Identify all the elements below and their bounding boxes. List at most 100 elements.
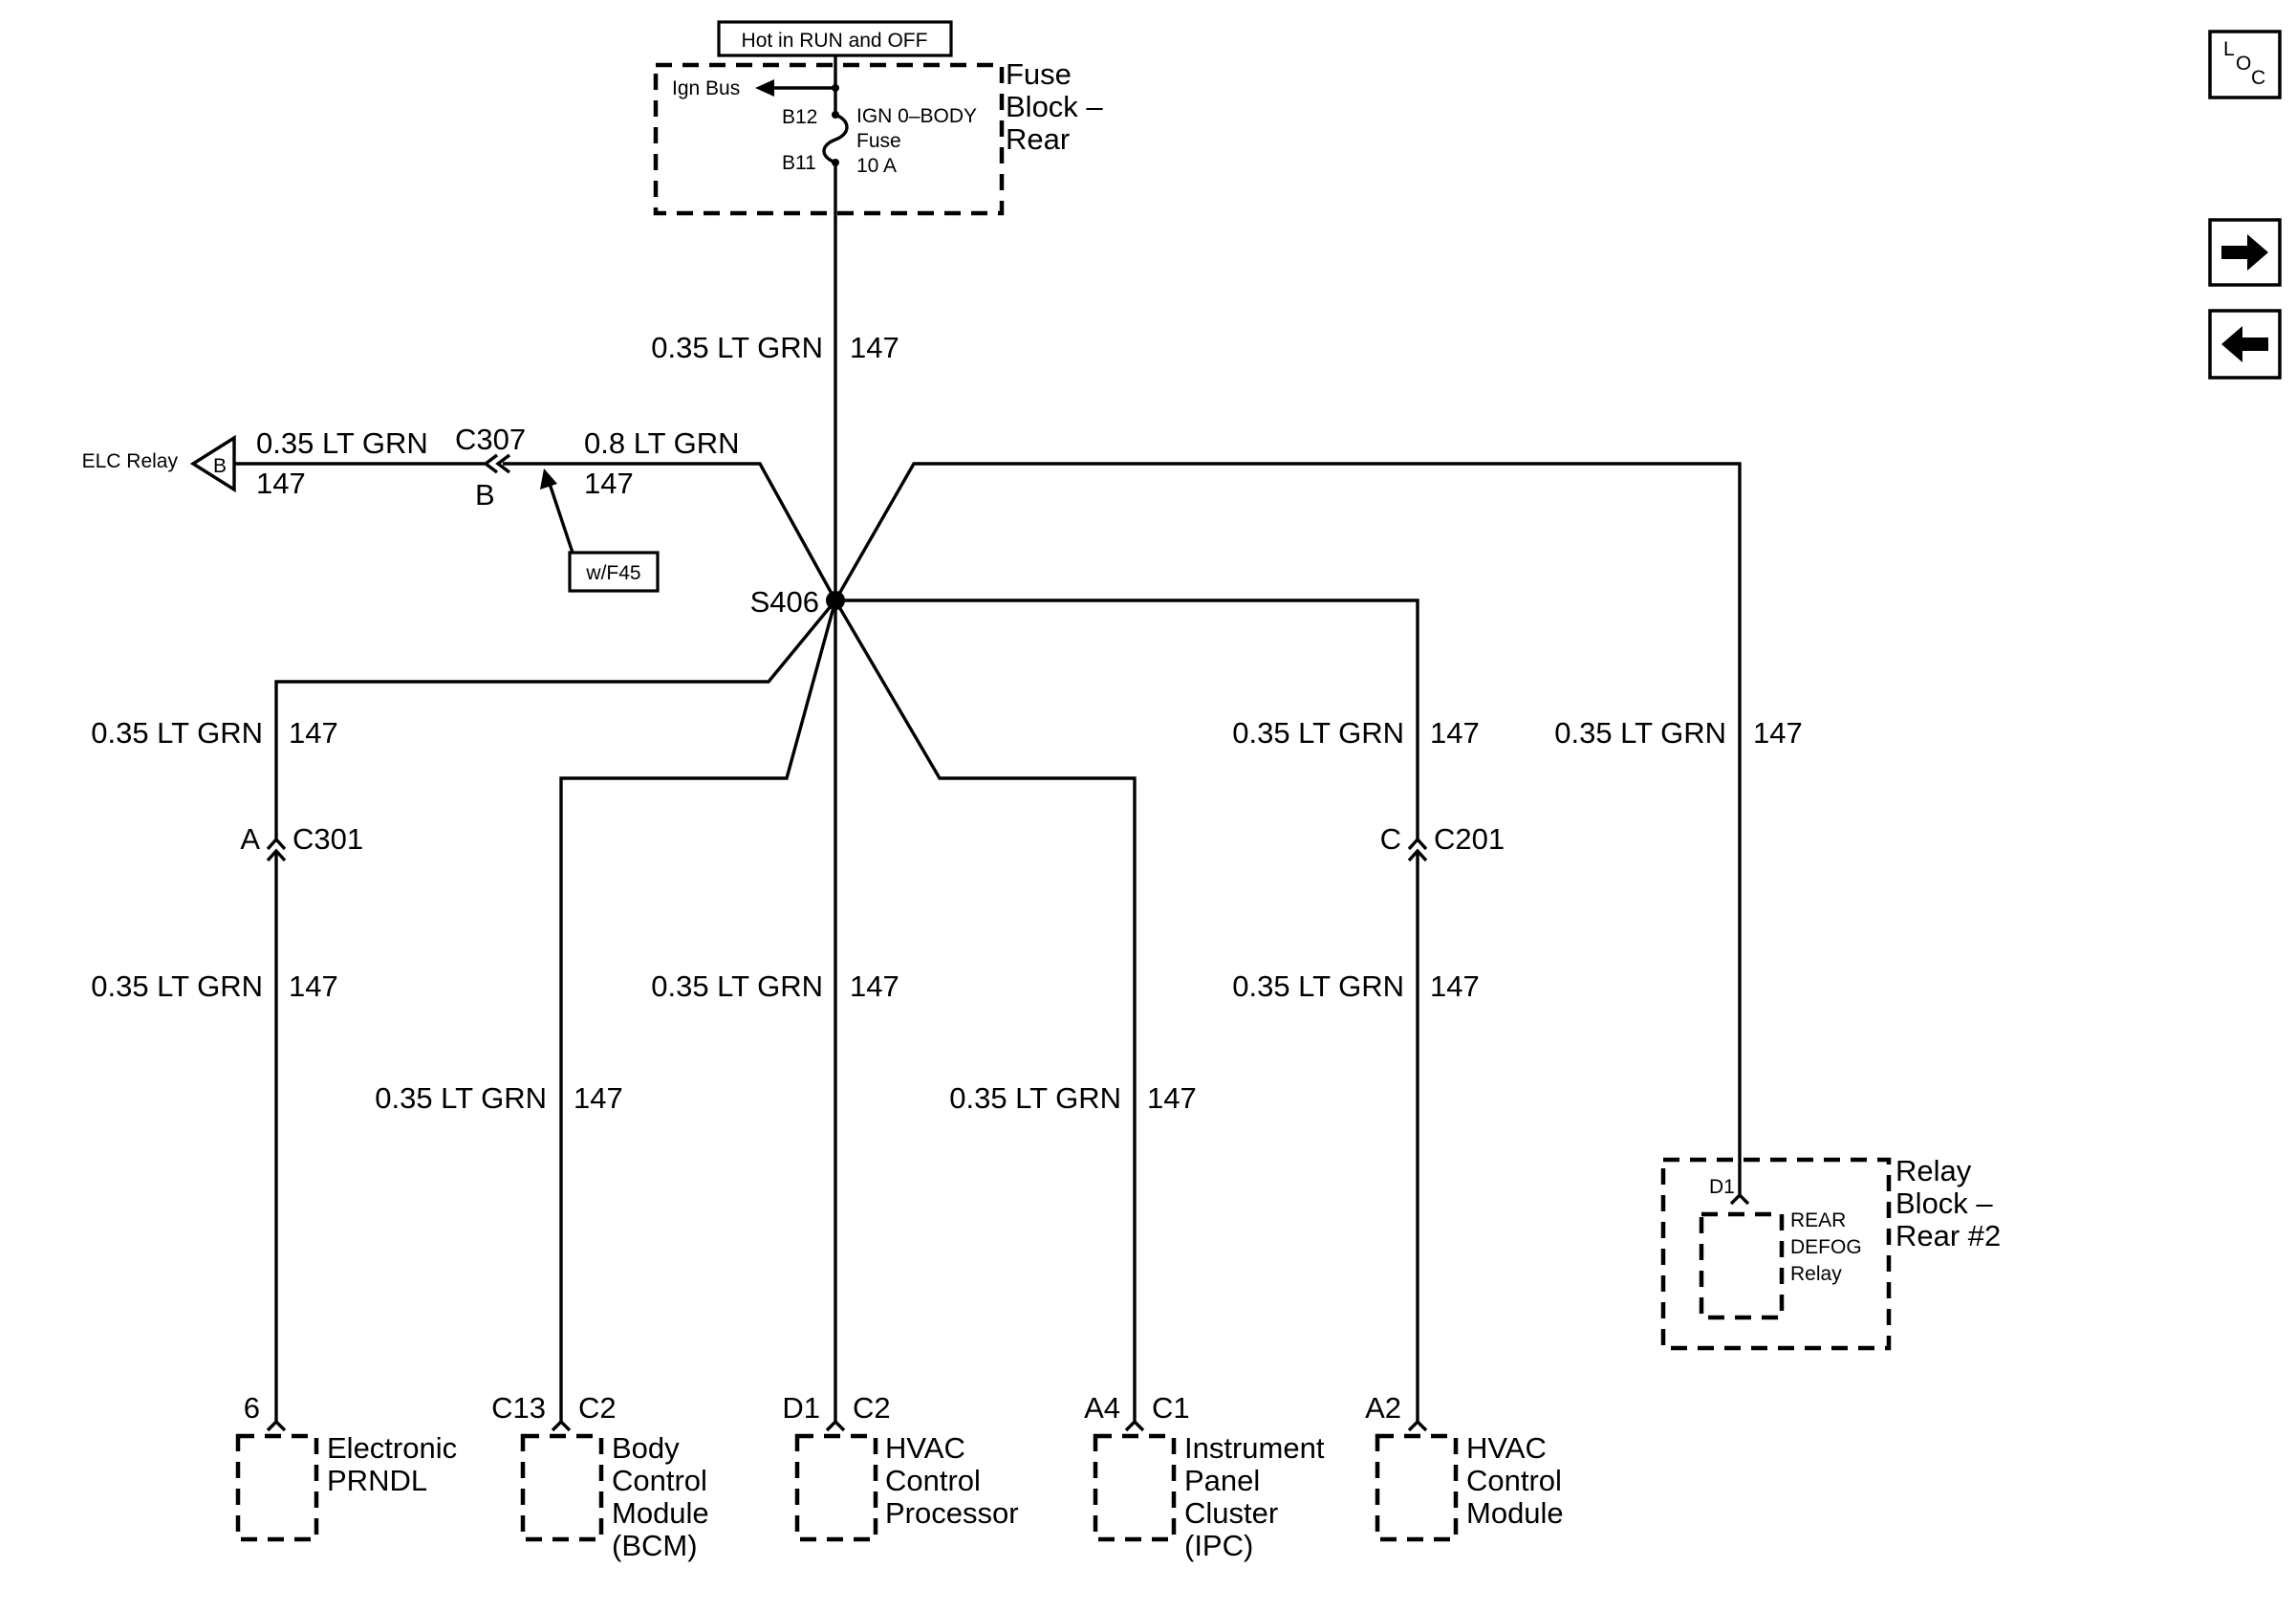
- hvac-mod-pin: A2: [1365, 1391, 1401, 1425]
- bcm-name-3: Module: [612, 1496, 709, 1530]
- ipc-component: [1093, 1433, 1177, 1542]
- defog-relay-name-3: Relay: [1790, 1263, 1842, 1285]
- hvac-proc-gauge: 0.35 LT GRN: [651, 969, 823, 1003]
- elc-relay-label: ELC Relay: [82, 450, 179, 472]
- hvac-mod-gauge-lower: 0.35 LT GRN: [1232, 969, 1404, 1003]
- ign-bus-label: Ign Bus: [672, 77, 740, 99]
- fuse-symbol: [822, 113, 849, 164]
- prndl-component: [235, 1433, 319, 1542]
- bcm-name-2: Control: [612, 1464, 707, 1497]
- hvac-proc-pin: D1: [782, 1391, 820, 1425]
- prndl-circuit-lower: 147: [289, 969, 338, 1003]
- bcm-pin-connector: C2: [578, 1391, 617, 1425]
- hvac-processor-branch: 0.35 LT GRN 147 D1 C2 HVAC Control Proce…: [651, 600, 1019, 1542]
- hvac-proc-name-1: HVAC: [885, 1431, 965, 1465]
- option-tag-box: [568, 551, 660, 593]
- relay-block-name-2: Block –: [1895, 1186, 1993, 1220]
- right-arrow-icon: [2221, 234, 2268, 271]
- hvac-mod-gauge-upper: 0.35 LT GRN: [1232, 716, 1404, 750]
- prndl-pin: 6: [244, 1391, 260, 1425]
- hvac-mod-name-3: Module: [1466, 1496, 1564, 1530]
- hvac-processor-component: [794, 1433, 878, 1542]
- ipc-gauge: 0.35 LT GRN: [949, 1081, 1121, 1115]
- ipc-name-2: Panel: [1184, 1464, 1260, 1497]
- ipc-circuit: 147: [1147, 1081, 1197, 1115]
- fuse-pin-b12: B12: [782, 106, 817, 128]
- relay-block-name-1: Relay: [1895, 1154, 1972, 1187]
- prndl-name-1: Electronic: [327, 1431, 457, 1465]
- c201-pin: C: [1380, 822, 1401, 856]
- defog-circuit: 147: [1753, 716, 1803, 750]
- fuse-label-1: IGN 0–BODY: [856, 105, 977, 127]
- hvac-proc-circuit: 147: [850, 969, 899, 1003]
- relay-block-outline: [1660, 1157, 1892, 1351]
- elc-gauge-right: 0.8 LT GRN: [584, 426, 740, 460]
- hvac-mod-circuit-lower: 147: [1430, 969, 1480, 1003]
- hvac-mod-name-2: Control: [1466, 1464, 1562, 1497]
- elc-relay-pin: B: [213, 455, 227, 477]
- fuse-pin-b11: B11: [782, 152, 816, 174]
- splice-label: S406: [750, 585, 819, 619]
- c201-label: C201: [1434, 822, 1505, 856]
- defog-relay-component: [1699, 1211, 1785, 1320]
- c307-pin: B: [475, 478, 495, 512]
- defog-gauge: 0.35 LT GRN: [1554, 716, 1726, 750]
- hvac-proc-pin-connector: C2: [853, 1391, 891, 1425]
- fuse-label-3: 10 A: [856, 155, 897, 177]
- prndl-gauge-lower: 0.35 LT GRN: [91, 969, 263, 1003]
- fuse-label-2: Fuse: [856, 130, 901, 152]
- defog-branch: 0.35 LT GRN 147 D1 REAR DEFOG Relay Rela…: [834, 462, 2001, 1351]
- c301-pin: A: [240, 822, 260, 856]
- fuse-block-name-3: Rear: [1006, 122, 1070, 156]
- option-tag: w/F45: [585, 562, 640, 584]
- hvac-proc-name-3: Processor: [885, 1496, 1019, 1530]
- prndl-circuit-upper: 147: [289, 716, 338, 750]
- relay-block-name-3: Rear #2: [1895, 1219, 2001, 1252]
- bcm-gauge: 0.35 LT GRN: [375, 1081, 547, 1115]
- hot-label-box: Hot in RUN and OFF: [717, 20, 953, 57]
- bcm-circuit: 147: [574, 1081, 623, 1115]
- fuse-block-name-2: Block –: [1006, 90, 1103, 123]
- hvac-mod-name-1: HVAC: [1466, 1431, 1547, 1465]
- left-arrow-icon: [2221, 326, 2268, 362]
- bcm-pin: C13: [491, 1391, 546, 1425]
- elc-gauge-left: 0.35 LT GRN: [256, 426, 428, 460]
- ipc-name-1: Instrument: [1184, 1431, 1325, 1465]
- defog-pin: D1: [1709, 1176, 1735, 1198]
- main-feed-gauge: 0.35 LT GRN: [651, 331, 823, 364]
- prndl-gauge-upper: 0.35 LT GRN: [91, 716, 263, 750]
- prndl-name-2: PRNDL: [327, 1464, 427, 1497]
- ipc-pin: A4: [1084, 1391, 1120, 1425]
- bcm-name-4: (BCM): [612, 1529, 698, 1562]
- hvac-module-component: [1375, 1433, 1459, 1542]
- forward-button[interactable]: [2208, 218, 2282, 287]
- prndl-branch: 0.35 LT GRN 147 A C301 0.35 LT GRN 147 6…: [91, 599, 837, 1542]
- loc-button[interactable]: L O C: [2208, 30, 2282, 99]
- main-feed-circuit: 147: [850, 331, 899, 364]
- elc-circuit-left: 147: [256, 467, 306, 500]
- c307-label: C307: [455, 423, 526, 456]
- elc-relay-branch: B ELC Relay 0.35 LT GRN 147 C307 B 0.8 L…: [82, 423, 837, 601]
- loc-label-c: C: [2251, 67, 2265, 89]
- ipc-name-3: Cluster: [1184, 1496, 1278, 1530]
- elc-relay-connector: [189, 434, 236, 493]
- ipc-pin-connector: C1: [1152, 1391, 1190, 1425]
- bcm-component: [520, 1433, 604, 1542]
- c301-label: C301: [292, 822, 363, 856]
- fuse-block-outline: [653, 62, 1005, 216]
- bcm-branch: 0.35 LT GRN 147 C13 C2 Body Control Modu…: [375, 599, 837, 1562]
- hvac-proc-name-2: Control: [885, 1464, 981, 1497]
- loc-label-l: L: [2223, 38, 2235, 60]
- hvac-mod-circuit-upper: 147: [1430, 716, 1480, 750]
- bcm-name-1: Body: [612, 1431, 680, 1465]
- ipc-name-4: (IPC): [1184, 1529, 1253, 1562]
- back-button[interactable]: [2208, 309, 2282, 380]
- loc-label-o: O: [2236, 53, 2251, 75]
- hot-label: Hot in RUN and OFF: [742, 30, 928, 52]
- defog-relay-name-1: REAR: [1790, 1209, 1846, 1231]
- ign-bus-arrow-icon: [755, 79, 774, 97]
- defog-relay-name-2: DEFOG: [1790, 1236, 1862, 1258]
- ipc-branch: 0.35 LT GRN 147 A4 C1 Instrument Panel C…: [834, 599, 1325, 1562]
- fuse-block-name-1: Fuse: [1006, 57, 1072, 91]
